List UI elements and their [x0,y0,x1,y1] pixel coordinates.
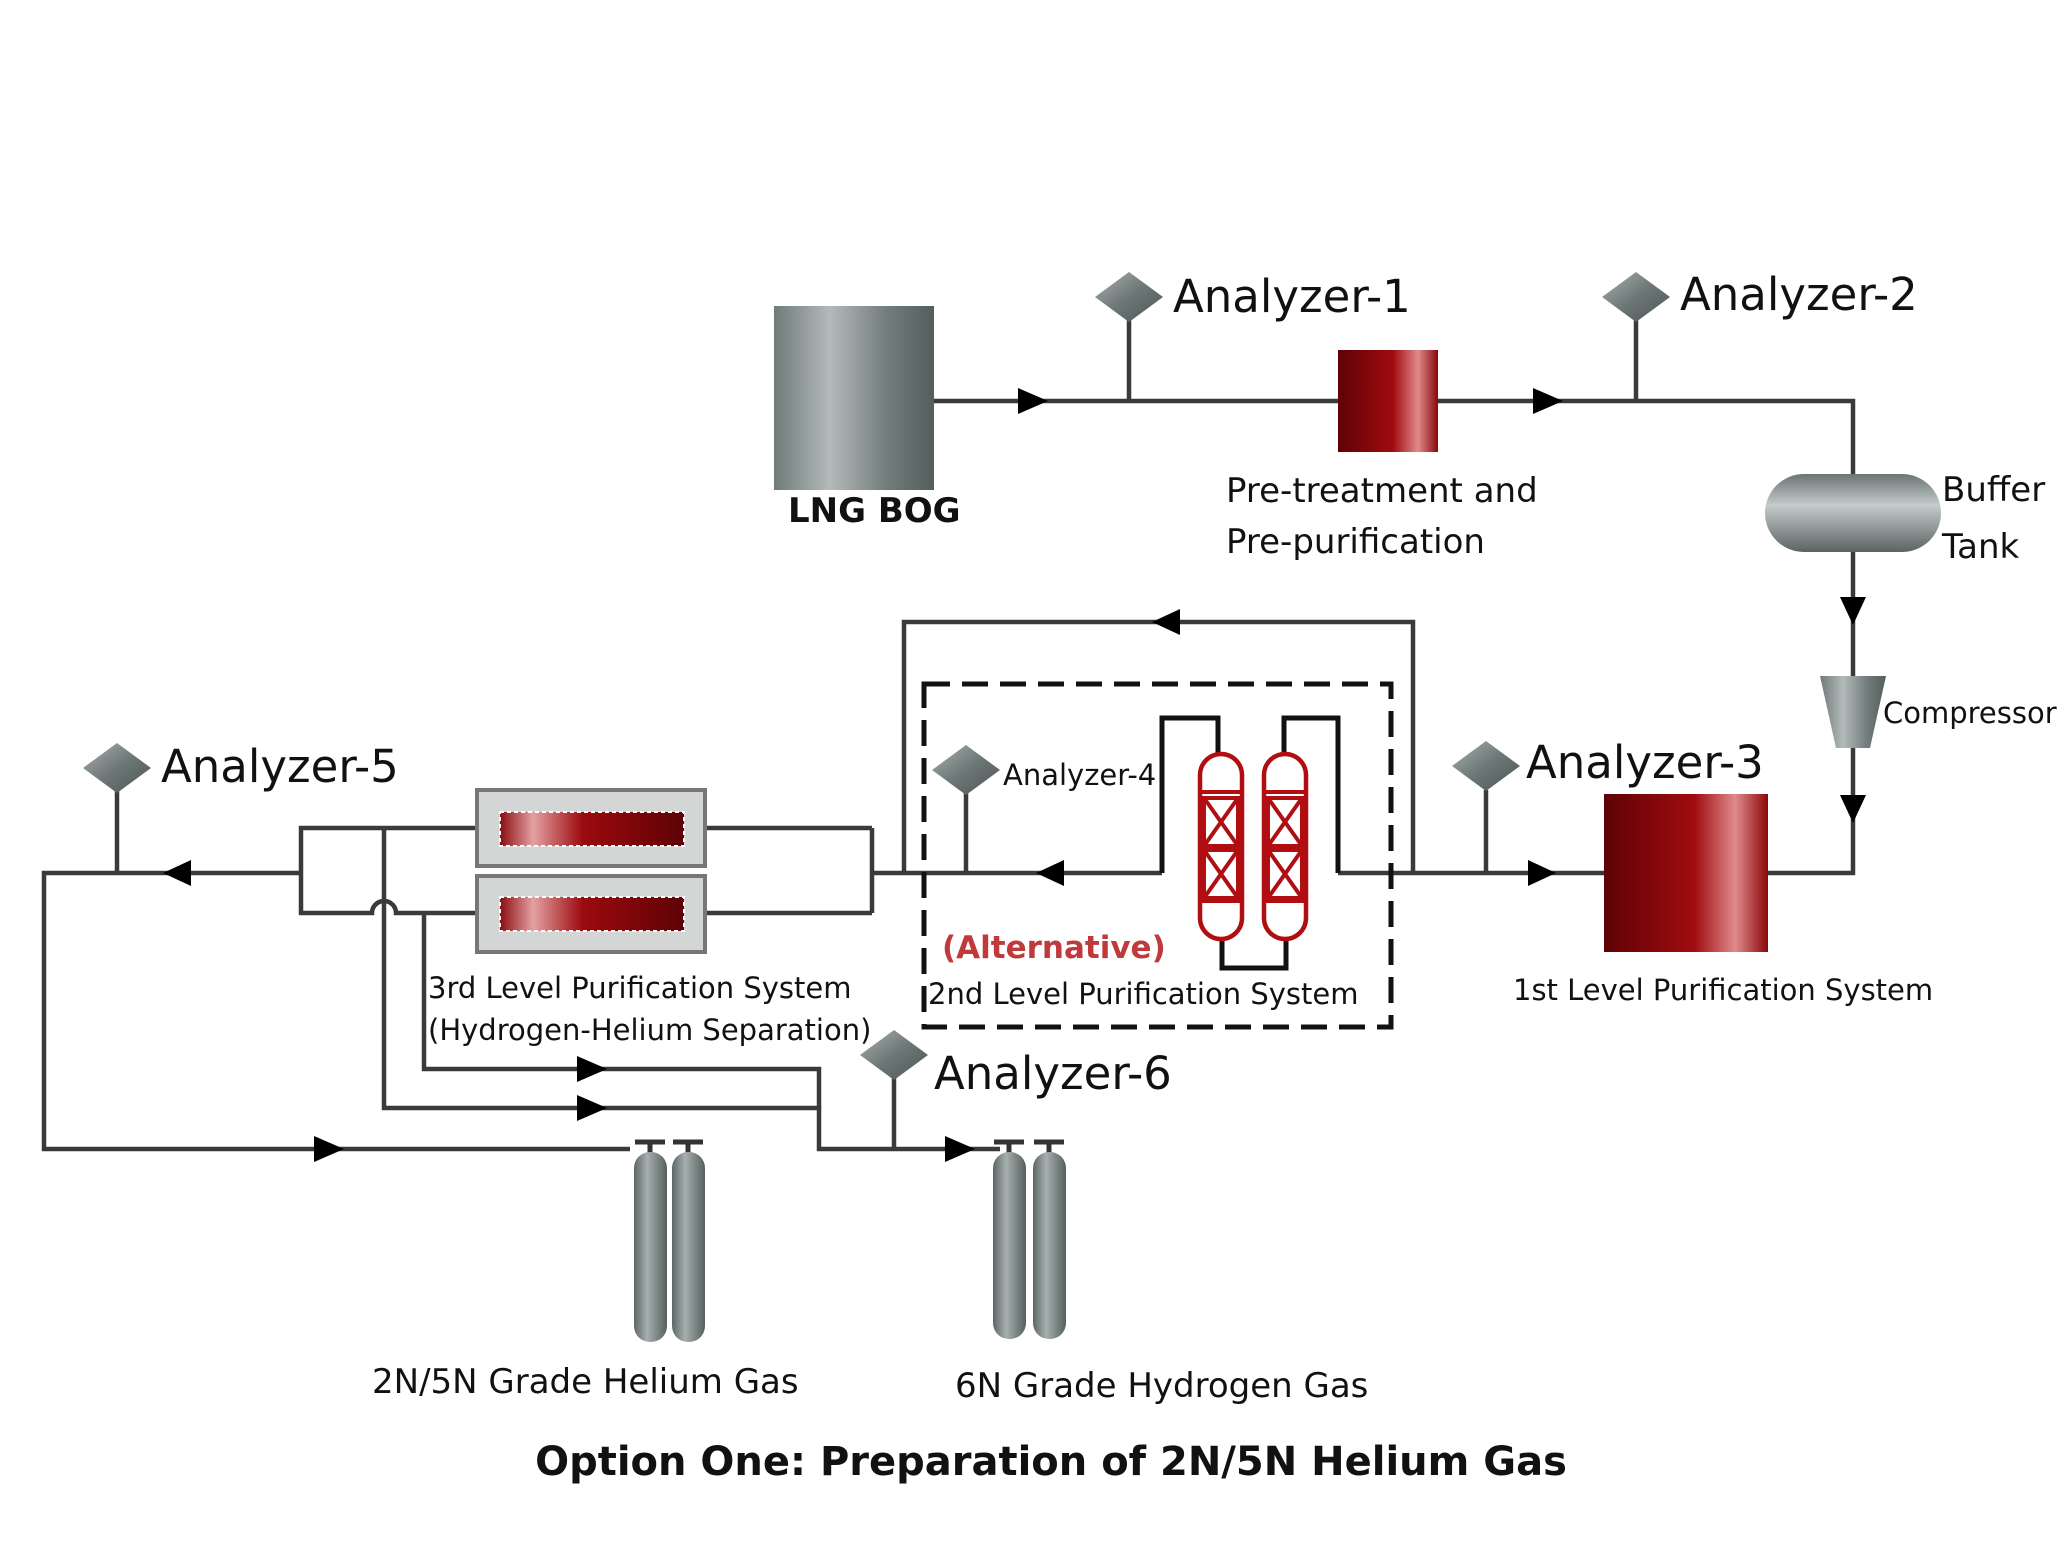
analyzer-2-label: Analyzer-2 [1680,268,1918,321]
flow-arrow-icon [577,1056,607,1082]
flow-arrow-icon [1528,860,1556,886]
flow-arrow-icon [1840,597,1866,625]
third-level-module-bottom [475,874,707,954]
gas-cylinder-icon [1033,1152,1066,1339]
analyzer-6-icon [860,1030,928,1080]
lng-bog-tank [774,306,934,490]
third-level-label-line1: 3rd Level Purification System [428,971,852,1005]
analyzer-1-label: Analyzer-1 [1173,270,1411,323]
pipe-top-line [933,398,1856,478]
compressor-label: Compressor [1883,696,2057,730]
analyzer-4-icon [932,745,1000,795]
second-level-columns [1159,715,1341,971]
flow-arrow-icon [1840,795,1866,823]
pipe-compressor-first [1766,748,1856,876]
first-level-purifier [1604,794,1768,952]
figure-caption: Option One: Preparation of 2N/5N Helium … [535,1439,1567,1485]
third-level-label-line2: (Hydrogen-Helium Separation) [428,1013,871,1047]
alternative-label: (Alternative) [942,930,1166,966]
pretreatment-label-line1: Pre-treatment and [1226,471,1538,511]
flow-arrow-icon [577,1095,607,1121]
second-level-label: 2nd Level Purification System [928,977,1358,1011]
analyzer-1-icon [1095,272,1163,322]
buffer-tank [1765,474,1941,552]
analyzer-5-label: Analyzer-5 [161,740,399,793]
gas-cylinder-icon [993,1152,1026,1339]
packed-column-icon [1197,751,1245,942]
pipe-third-left-manifold [298,825,477,916]
flow-arrow-icon [1018,388,1048,414]
analyzer-3-icon [1452,741,1520,791]
gas-cylinder-icon [672,1152,705,1342]
helium-product-label: 2N/5N Grade Helium Gas [372,1362,799,1402]
third-level-module-top [475,788,707,868]
buffer-tank-label-line2: Tank [1941,527,2020,567]
analyzer-5-icon [83,743,151,793]
analyzer-6-label: Analyzer-6 [934,1047,1172,1100]
flow-arrows [163,388,1866,1162]
flow-arrow-icon [1036,860,1064,886]
lng-bog-label: LNG BOG [788,491,961,531]
second-level-boundary [921,681,1394,1030]
flow-arrow-icon [1533,388,1563,414]
flow-arrow-icon [314,1136,344,1162]
flow-arrow-icon [163,860,191,886]
analyzer-4-label: Analyzer-4 [1003,758,1156,792]
compressor-icon [1820,676,1886,748]
pipe-hydrogen-line-b [421,913,822,1108]
buffer-tank-label-line1: Buffer [1942,470,2045,510]
first-level-label: 1st Level Purification System [1513,973,1933,1007]
hydrogen-product-label: 6N Grade Hydrogen Gas [955,1366,1368,1406]
helium-cylinders [634,1139,705,1342]
pretreatment-label-line2: Pre-purification [1226,522,1485,562]
flow-arrow-icon [1152,609,1180,635]
packed-column-icon [1261,751,1309,942]
gas-cylinder-icon [634,1152,667,1342]
analyzer-3-label: Analyzer-3 [1526,736,1764,789]
flow-arrow-icon [945,1136,975,1162]
hydrogen-cylinders [993,1139,1066,1339]
pretreatment-unit [1338,350,1438,452]
analyzer-2-icon [1602,272,1670,322]
